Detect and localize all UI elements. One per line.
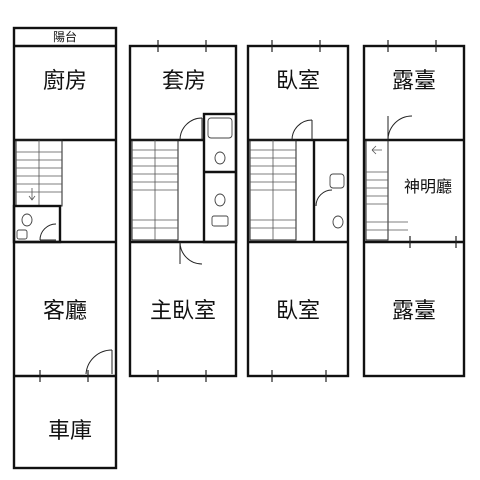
living-room-label: 客廳 — [43, 299, 87, 324]
floor-1-bathroom — [12, 204, 62, 244]
floor-2-outline — [128, 44, 238, 378]
sink-icon — [329, 173, 345, 189]
floor-3-stairs — [249, 139, 297, 241]
floor-3-bathroom — [315, 173, 345, 229]
kitchen-label: 廚房 — [43, 69, 87, 94]
terrace-top-label: 露臺 — [392, 69, 436, 94]
bedroom-bottom-label: 臥室 — [276, 299, 320, 324]
toilet-icon — [214, 151, 226, 165]
floor-3: 臥室 臥室 — [246, 40, 350, 382]
balcony-label: 陽台 — [53, 29, 77, 44]
toilet-icon — [214, 193, 226, 207]
suite-label: 套房 — [162, 69, 206, 94]
floor-3-outline — [246, 44, 350, 378]
floor-4-stairs — [365, 139, 408, 241]
sink-icon — [211, 215, 229, 227]
floor-1: 陽台 廚房 客廳 車庫 — [12, 26, 118, 470]
bedroom-top-label: 臥室 — [276, 69, 320, 94]
bathtub-icon — [207, 117, 233, 139]
floor-4-outline — [362, 44, 466, 378]
garage-label: 車庫 — [48, 419, 92, 444]
floor-2-stairs — [131, 139, 179, 241]
toilet-icon — [21, 213, 33, 227]
floor-1-stairs — [15, 139, 63, 207]
terrace-bottom-label: 露臺 — [392, 299, 436, 324]
floor-1-outline — [12, 26, 118, 470]
floor-2-bathrooms — [202, 112, 238, 244]
toilet-icon — [332, 215, 344, 229]
shrine-room-label: 神明廳 — [404, 177, 452, 196]
master-bedroom-label: 主臥室 — [150, 299, 216, 324]
floor-2: 套房 主臥室 — [128, 40, 238, 382]
floor-4: 露臺 神明廳 露臺 — [362, 40, 466, 378]
sink-icon — [16, 229, 28, 240]
